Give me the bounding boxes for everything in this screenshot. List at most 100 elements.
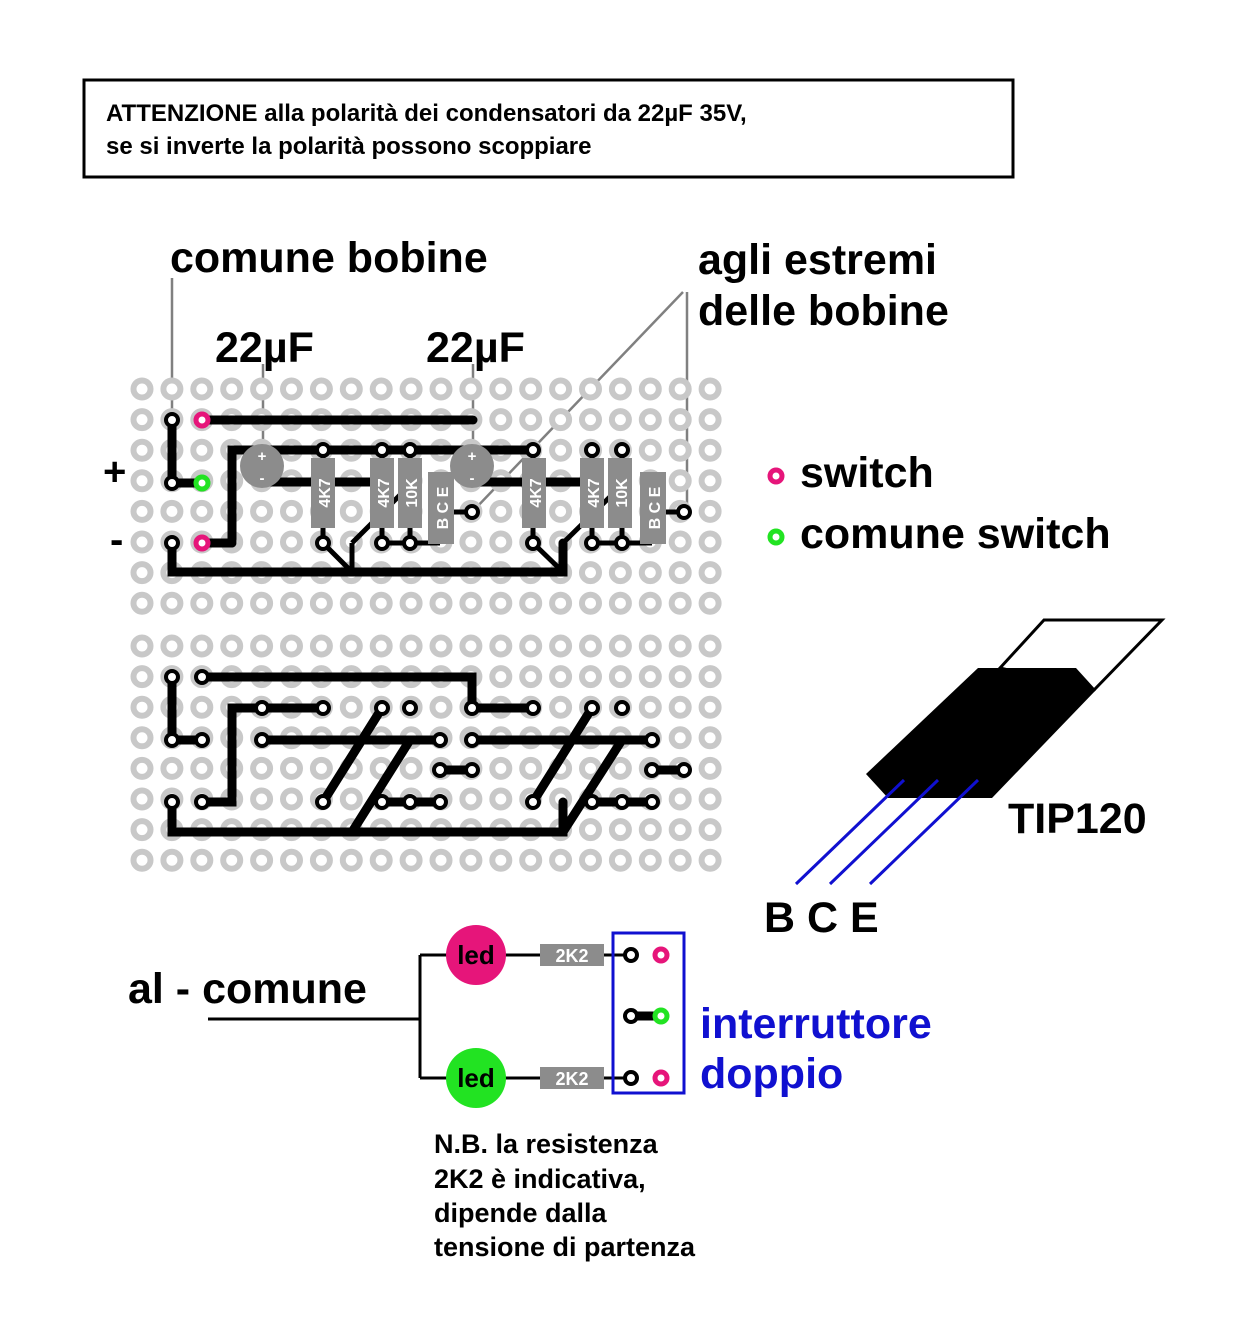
perfboard-hole xyxy=(519,408,543,432)
perfboard-hole xyxy=(130,469,154,493)
perfboard-hole xyxy=(130,438,154,462)
perfboard-hole xyxy=(489,756,513,780)
perfboard-hole xyxy=(549,695,573,719)
perfboard-hole xyxy=(369,848,393,872)
perfboard-hole xyxy=(668,634,692,658)
perfboard-hole xyxy=(190,499,214,523)
resistor-2k2-bottom-label: 2K2 xyxy=(555,1069,588,1089)
perfboard-hole xyxy=(429,634,453,658)
perfboard-hole xyxy=(638,695,662,719)
resistor-4k7-b-label: 4K7 xyxy=(376,478,393,507)
perfboard-hole xyxy=(638,591,662,615)
perfboard-hole xyxy=(519,665,543,689)
perfboard-hole xyxy=(638,818,662,842)
perfboard-hole xyxy=(250,848,274,872)
perfboard-hole xyxy=(220,634,244,658)
cap-left-plus: + xyxy=(258,448,267,465)
perfboard-hole xyxy=(668,438,692,462)
perfboard-hole xyxy=(698,818,722,842)
label-cap-right: 22µF xyxy=(426,324,525,372)
label-al-comune: al - comune xyxy=(128,965,367,1013)
perfboard-hole xyxy=(250,591,274,615)
perfboard-hole xyxy=(668,787,692,811)
perfboard-hole xyxy=(160,499,184,523)
switch-label-line-1: interruttore xyxy=(700,1000,932,1048)
perfboard-hole xyxy=(698,726,722,750)
switch-pad xyxy=(193,411,211,429)
perfboard-hole xyxy=(399,591,423,615)
cap-left-minus: - xyxy=(260,470,265,487)
warning-line-1: ATTENZIONE alla polarità dei condensator… xyxy=(106,100,747,127)
perfboard-hole xyxy=(608,634,632,658)
resistor-4k7-c-label: 4K7 xyxy=(528,478,545,507)
legend-switch: switch xyxy=(800,449,934,497)
top-board-pads xyxy=(164,411,692,552)
perfboard-hole xyxy=(459,377,483,401)
perfboard-hole xyxy=(549,665,573,689)
perfboard-hole xyxy=(608,848,632,872)
perfboard-hole xyxy=(190,634,214,658)
perfboard-hole xyxy=(130,591,154,615)
resistor-10k-a: 10K xyxy=(398,458,422,528)
perfboard-hole xyxy=(250,530,274,554)
resistor-2k2-bottom: 2K2 xyxy=(540,1067,604,1089)
perfboard-hole xyxy=(309,634,333,658)
perfboard-hole xyxy=(489,665,513,689)
perfboard-hole xyxy=(698,848,722,872)
perfboard-hole xyxy=(698,530,722,554)
perfboard-hole xyxy=(399,848,423,872)
perfboard-hole xyxy=(190,377,214,401)
perfboard-hole xyxy=(608,561,632,585)
perfboard-hole xyxy=(130,634,154,658)
perfboard-hole xyxy=(549,438,573,462)
perfboard-hole xyxy=(130,818,154,842)
perfboard-hole xyxy=(190,438,214,462)
perfboard-hole xyxy=(579,848,602,872)
perfboard-hole xyxy=(339,591,363,615)
perfboard-hole xyxy=(130,408,154,432)
perfboard-hole xyxy=(549,591,573,615)
perfboard-hole xyxy=(698,438,722,462)
perfboard-hole xyxy=(160,634,184,658)
resistor-4k7-a: 4K7 xyxy=(311,458,335,528)
perfboard-hole xyxy=(579,665,602,689)
perfboard-hole xyxy=(220,591,244,615)
tip120-name: TIP120 xyxy=(1008,795,1147,843)
perfboard-hole xyxy=(668,818,692,842)
perfboard-hole xyxy=(698,695,722,719)
perfboard-hole xyxy=(579,634,602,658)
perfboard-hole xyxy=(698,634,722,658)
perfboard-hole xyxy=(309,377,333,401)
tip120-package: TIP120 B C E xyxy=(764,618,1166,942)
switch-label-line-2: doppio xyxy=(700,1050,843,1098)
perfboard-hole xyxy=(698,665,722,689)
label-plus: + xyxy=(103,450,126,494)
perfboard-hole xyxy=(549,377,573,401)
perfboard-hole xyxy=(638,377,662,401)
tip120-leads xyxy=(794,778,980,886)
common-switch-pad xyxy=(193,474,211,492)
perfboard-hole xyxy=(608,665,632,689)
perfboard-hole xyxy=(369,634,393,658)
perfboard-hole xyxy=(130,695,154,719)
resistor-2k2-top: 2K2 xyxy=(540,944,604,966)
bottom-board-pads xyxy=(164,669,692,810)
perfboard-hole xyxy=(579,591,602,615)
perfboard-hole xyxy=(399,634,423,658)
note-line-4: tensione di partenza xyxy=(434,1232,696,1262)
perfboard-hole xyxy=(130,377,154,401)
perfboard-hole xyxy=(339,848,363,872)
perfboard-hole xyxy=(280,634,303,658)
perfboard-hole xyxy=(489,591,513,615)
perfboard-hole xyxy=(130,530,154,554)
perfboard-hole xyxy=(549,499,573,523)
label-estremi-line-2: delle bobine xyxy=(698,287,949,335)
perfboard-hole xyxy=(579,561,602,585)
perfboard-hole xyxy=(339,787,363,811)
perfboard-hole xyxy=(130,561,154,585)
perfboard-hole xyxy=(579,408,602,432)
perfboard-hole xyxy=(668,408,692,432)
perfboard-hole xyxy=(399,377,423,401)
perfboard-hole xyxy=(459,787,483,811)
